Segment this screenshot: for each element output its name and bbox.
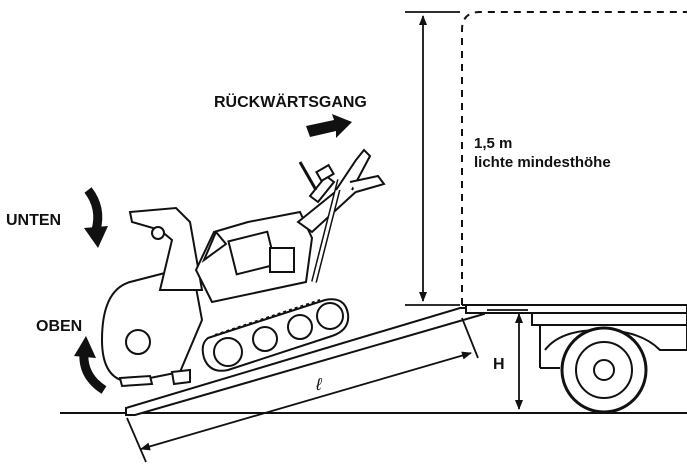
arrow-right-icon bbox=[306, 114, 352, 138]
truck-bed bbox=[462, 304, 687, 369]
clearance-text-label: lichte mindesthöhe bbox=[474, 154, 611, 171]
length-symbol-label: ℓ bbox=[315, 375, 322, 394]
height-symbol-label: H bbox=[493, 356, 505, 373]
clearance-dimension bbox=[405, 11, 460, 306]
reverse-gear-label: RÜCKWÄRTSGANG bbox=[214, 92, 367, 111]
snow-blower bbox=[100, 148, 386, 388]
curved-arrow-up-icon bbox=[74, 336, 107, 394]
clearance-value-label: 1,5 m bbox=[474, 135, 512, 152]
truck-wheel bbox=[560, 326, 648, 414]
height-dimension bbox=[487, 309, 528, 410]
curved-arrow-down-icon bbox=[84, 187, 108, 248]
clearance-outline bbox=[461, 11, 687, 305]
up-label: OBEN bbox=[36, 318, 82, 335]
down-label: UNTEN bbox=[6, 212, 61, 229]
length-dimension bbox=[126, 317, 479, 463]
